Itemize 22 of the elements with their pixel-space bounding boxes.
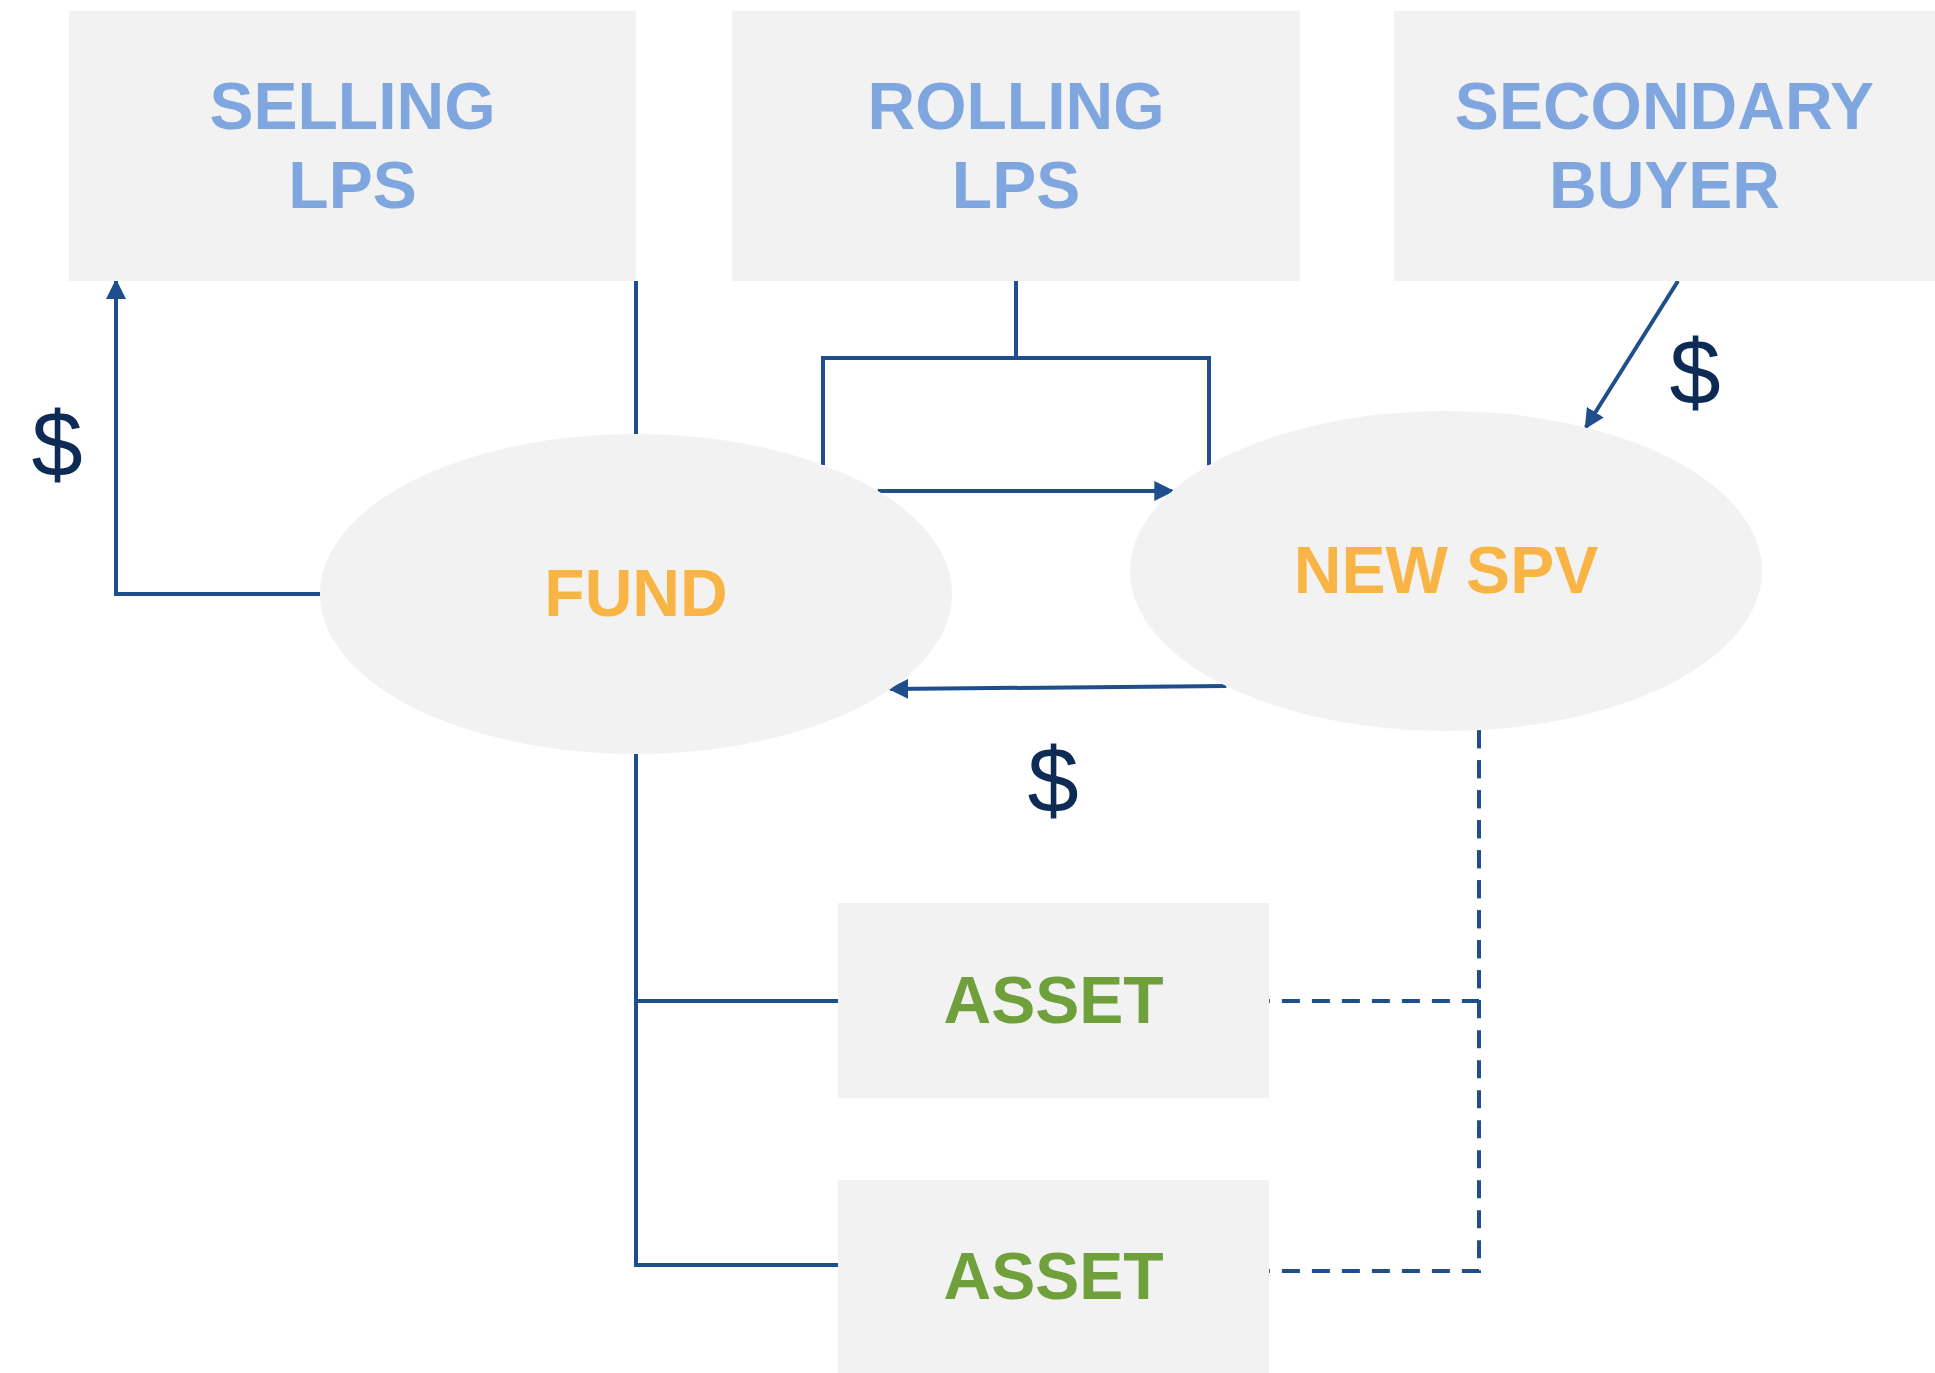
arrow [877,481,1175,501]
node-label: SELLING LPS [208,67,497,224]
edge-label: $ [31,398,83,490]
arrow [1584,279,1680,430]
connector-line [1016,356,1211,466]
party-box [69,11,636,281]
node-label: ASSET [943,961,1164,1039]
party-box [1394,11,1935,281]
edge-label: $ [1027,734,1079,826]
party-box [732,11,1300,281]
asset-box [838,1180,1269,1373]
asset-box [838,903,1269,1098]
edge-label: $ [1669,326,1721,418]
node-label: ROLLING LPS [866,67,1166,224]
node-label: SECONDARY BUYER [1453,67,1876,224]
node-label: ASSET [943,1237,1164,1315]
node-label: FUND [544,555,728,633]
connector-line [634,281,638,434]
arrow [888,678,1227,699]
arrow [106,279,320,596]
connector-line [821,281,1018,465]
node-label: NEW SPV [1293,532,1599,610]
